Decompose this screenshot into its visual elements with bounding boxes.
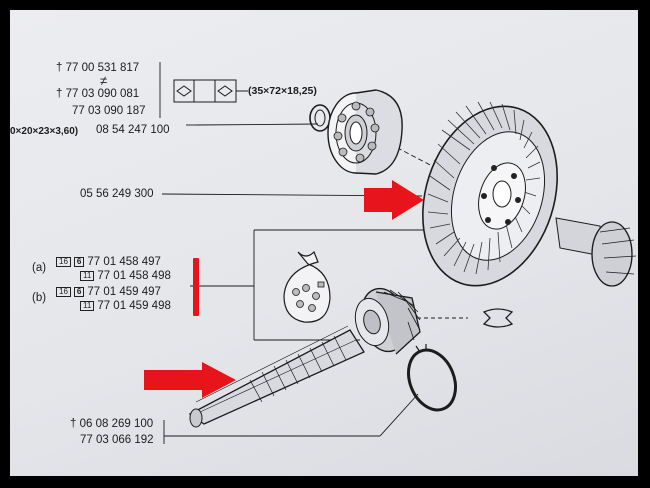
dagger-mark: † xyxy=(56,88,63,100)
ref-label-4: 08 54 247 100 xyxy=(96,124,170,136)
ref-label-crown: 05 56 249 300 xyxy=(80,188,154,200)
thrust-washer xyxy=(309,104,331,132)
roller-bearing xyxy=(327,89,403,175)
exploded-view-drawing xyxy=(144,62,637,444)
red-arrow-crown xyxy=(364,180,424,220)
ref-label-circlip-2: 77 03 066 192 xyxy=(80,434,154,446)
red-bar-marker xyxy=(193,258,199,316)
ref-number: 77 00 531 817 xyxy=(65,62,140,74)
box-11: 11 xyxy=(80,271,95,281)
bearing-symbol-icon xyxy=(173,79,248,103)
ref-label-1: † 77 00 531 817 xyxy=(56,62,139,75)
bearing-dimension: (35×72×18,25) xyxy=(248,85,317,97)
ref-label-3: 77 03 090 187 xyxy=(72,105,146,117)
box-16: 16 xyxy=(56,257,71,267)
ref-number: 77 03 090 081 xyxy=(65,88,140,100)
bag-icon xyxy=(283,250,331,323)
differential-part xyxy=(555,217,637,287)
box-11: 11 xyxy=(80,301,95,311)
circlip-icon xyxy=(407,344,457,412)
ref-label-2: † 77 03 090 081 xyxy=(56,88,139,101)
circlip-symbol-icon xyxy=(482,308,514,328)
box-6: 6 xyxy=(73,287,85,297)
washer-dimension: 0×20×23×3,60) xyxy=(10,126,79,137)
group-b-label: (b) xyxy=(32,292,47,304)
pinion-shaft xyxy=(188,287,421,428)
parts-diagram-page: † 77 00 531 817 ≠ † 77 03 090 081 77 03 … xyxy=(10,10,638,476)
dagger-mark: † xyxy=(56,62,63,74)
crown-wheel xyxy=(422,101,558,287)
box-6: 6 xyxy=(73,257,85,267)
ref-number: 77 01 458 498 xyxy=(97,270,171,282)
not-equal-icon: ≠ xyxy=(100,73,108,88)
ref-number: 77 01 459 498 xyxy=(97,300,171,312)
ref-number: 77 01 459 497 xyxy=(87,286,161,298)
box-16: 16 xyxy=(56,287,71,297)
leader-lines xyxy=(159,62,468,444)
red-arrow-pinion xyxy=(144,362,236,398)
ref-label-circlip-1: † 06 08 269 100 xyxy=(70,418,153,431)
group-a-label: (a) xyxy=(32,262,47,274)
ref-number: 77 01 458 497 xyxy=(87,256,161,268)
dagger-mark: † xyxy=(70,418,77,430)
ref-number: 06 08 269 100 xyxy=(79,418,154,430)
